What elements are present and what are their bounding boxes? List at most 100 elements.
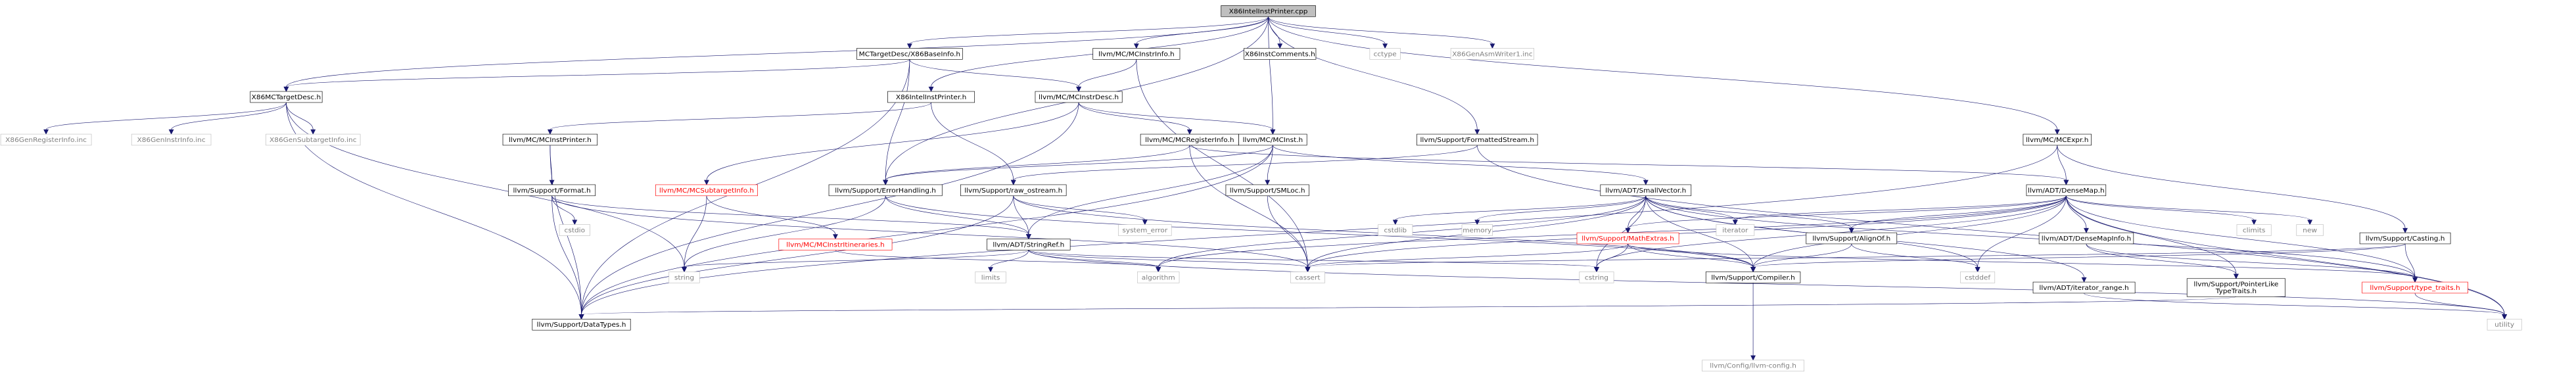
- edge-line: [1628, 243, 2416, 278]
- node-support_format[interactable]: llvm/Support/Format.h: [508, 184, 596, 197]
- node-cstdio[interactable]: cstdio: [559, 224, 590, 236]
- edge-x86intelinstprinter_h-to-mcinstprinter: [547, 102, 931, 135]
- node-llvm_config[interactable]: llvm/Config/llvm-config.h: [1702, 360, 1805, 371]
- node-iterator[interactable]: iterator: [1716, 224, 1755, 236]
- node-utility[interactable]: utility: [2487, 319, 2522, 331]
- edge-arrowhead: [1382, 43, 1388, 49]
- node-mcinstrinfo[interactable]: llvm/MC/MCInstrInfo.h: [1092, 48, 1181, 60]
- node-mcregisterinfo[interactable]: llvm/MC/MCRegisterInfo.h: [1140, 133, 1239, 146]
- node-new[interactable]: new: [2296, 224, 2324, 236]
- node-box: [1092, 48, 1181, 60]
- node-cctype[interactable]: cctype: [1369, 48, 1401, 60]
- node-mcinstprinter[interactable]: llvm/MC/MCInstPrinter.h: [502, 133, 598, 146]
- node-root[interactable]: X86IntelInstPrinter.cpp: [1221, 5, 1316, 17]
- node-raw_ostream[interactable]: llvm/Support/raw_ostream.h: [960, 184, 1067, 197]
- node-label-line: llvm/Support/AlignOf.h: [1812, 235, 1890, 243]
- node-algorithm[interactable]: algorithm: [1137, 272, 1180, 283]
- node-compiler[interactable]: llvm/Support/Compiler.h: [1705, 272, 1801, 283]
- node-label: llvm/Support/Compiler.h: [1711, 275, 1795, 282]
- node-mcexpr[interactable]: llvm/MC/MCExpr.h: [2023, 133, 2092, 146]
- node-limits[interactable]: limits: [975, 272, 1006, 283]
- edge-casting-to-cassert: [1305, 243, 2406, 273]
- node-box: [2296, 224, 2324, 236]
- edge-arrowhead: [1474, 129, 1480, 135]
- edge-line: [1977, 195, 2067, 268]
- node-label: MCTargetDesc/X86BaseInfo.h: [859, 51, 960, 59]
- node-label-line: llvm/ADT/StringRef.h: [993, 242, 1064, 249]
- node-cassert[interactable]: cassert: [1290, 272, 1325, 283]
- node-string[interactable]: string: [668, 272, 700, 283]
- edge-smallvector-to-memory: [1474, 195, 1647, 225]
- node-box: [1137, 272, 1180, 283]
- node-label: llvm/Support/Casting.h: [2366, 235, 2445, 243]
- node-memory[interactable]: memory: [1461, 224, 1493, 236]
- node-datatypes[interactable]: llvm/Support/DataTypes.h: [532, 319, 631, 331]
- node-box: [1702, 360, 1805, 371]
- edge-root-to-formattedstream: [1268, 16, 1480, 135]
- node-x86geninstrinfo[interactable]: X86GenInstrInfo.inc: [131, 133, 212, 146]
- edge-line: [1307, 243, 2406, 268]
- node-iterator_range[interactable]: llvm/ADT/iterator_range.h: [2032, 281, 2136, 294]
- edge-arrowhead: [1305, 267, 1311, 273]
- node-densemap[interactable]: llvm/ADT/DenseMap.h: [2026, 184, 2107, 197]
- node-label: system_error: [1122, 227, 1168, 235]
- node-errorhandling[interactable]: llvm/Support/ErrorHandling.h: [828, 184, 943, 197]
- edge-densemap-to-new: [2066, 195, 2313, 225]
- edge-root-to-cctype: [1268, 16, 1388, 49]
- edge-line: [2414, 293, 2505, 315]
- node-label-line: llvm/MC/MCInstrDesc.h: [1039, 94, 1119, 101]
- node-type_traits[interactable]: llvm/Support/type_traits.h: [2362, 281, 2468, 294]
- node-x86intelinstprinter_h[interactable]: X86IntelInstPrinter.h: [887, 91, 975, 103]
- edge-stringref-to-cstring: [1028, 250, 1599, 273]
- edge-mathextras-to-cstring: [1594, 243, 1628, 273]
- node-mctargetdesc_base[interactable]: MCTargetDesc/X86BaseInfo.h: [856, 48, 963, 60]
- node-box: [2032, 281, 2136, 294]
- node-x86instcomments[interactable]: X86InstComments.h: [1244, 48, 1317, 60]
- node-system_error[interactable]: system_error: [1118, 224, 1172, 236]
- edge-x86mctargetdesc-to-string: [286, 102, 687, 273]
- node-cstring[interactable]: cstring: [1579, 272, 1614, 283]
- node-smallvector[interactable]: llvm/ADT/SmallVector.h: [1600, 184, 1692, 197]
- node-cstdlib[interactable]: cstdlib: [1378, 224, 1413, 236]
- node-x86genasmwriter1[interactable]: X86GenAsmWriter1.inc: [1450, 48, 1535, 60]
- node-densemapinfo[interactable]: llvm/ADT/DenseMapInfo.h: [2038, 232, 2134, 245]
- node-formattedstream[interactable]: llvm/Support/FormattedStream.h: [1417, 133, 1538, 146]
- node-label: llvm/ADT/DenseMapInfo.h: [2042, 235, 2131, 243]
- node-stringref[interactable]: llvm/ADT/StringRef.h: [987, 239, 1071, 250]
- node-box: [1118, 224, 1172, 236]
- node-label-line: llvm/Support/ErrorHandling.h: [835, 187, 936, 195]
- edge-line: [2066, 195, 2416, 278]
- node-casting[interactable]: llvm/Support/Casting.h: [2359, 232, 2451, 245]
- node-mcsubtargetinfo[interactable]: llvm/MC/MCSubtargetInfo.h: [655, 184, 758, 197]
- node-alignof[interactable]: llvm/Support/AlignOf.h: [1806, 232, 1898, 245]
- node-x86gensubtargetinfo[interactable]: X86GenSubtargetInfo.inc: [266, 133, 361, 146]
- edge-formattedstream-to-utility: [1476, 145, 2508, 320]
- edge-mcinstritineraries-to-algorithm: [835, 250, 1161, 273]
- node-box: [1579, 272, 1614, 283]
- edge-line: [1028, 250, 1308, 268]
- edge-line: [2084, 293, 2505, 315]
- node-cstddef[interactable]: cstddef: [1960, 272, 1996, 283]
- node-smloc[interactable]: llvm/Support/SMLoc.h: [1225, 184, 1309, 197]
- node-label-line: climits: [2243, 227, 2265, 235]
- node-x86genregisterinfo[interactable]: X86GenRegisterInfo.inc: [0, 133, 92, 146]
- node-label: new: [2303, 227, 2317, 235]
- edge-mctargetdesc_base-to-x86mctargetdesc: [283, 59, 910, 92]
- node-x86mctargetdesc[interactable]: X86MCTargetDesc.h: [250, 91, 323, 103]
- node-label: llvm/Support/type_traits.h: [2370, 285, 2460, 292]
- node-label-line: llvm/Support/FormattedStream.h: [1420, 137, 1535, 144]
- edge-densemapinfo-to-pointerliketypetraits: [2086, 243, 2239, 279]
- node-mcinst[interactable]: llvm/MC/MCInst.h: [1238, 133, 1307, 146]
- node-box: [856, 48, 963, 60]
- edge-line: [1268, 16, 1493, 44]
- node-mcinstrdesc[interactable]: llvm/MC/MCInstrDesc.h: [1035, 91, 1123, 103]
- node-label: llvm/Support/AlignOf.h: [1812, 235, 1890, 243]
- edge-line: [286, 59, 910, 87]
- node-label-line: algorithm: [1142, 275, 1175, 282]
- node-mcinstritineraries[interactable]: llvm/MC/MCInstrItineraries.h: [778, 239, 893, 250]
- node-climits[interactable]: climits: [2236, 224, 2272, 236]
- node-box: [1600, 184, 1692, 197]
- node-mathextras[interactable]: llvm/Support/MathExtras.h: [1576, 232, 1679, 245]
